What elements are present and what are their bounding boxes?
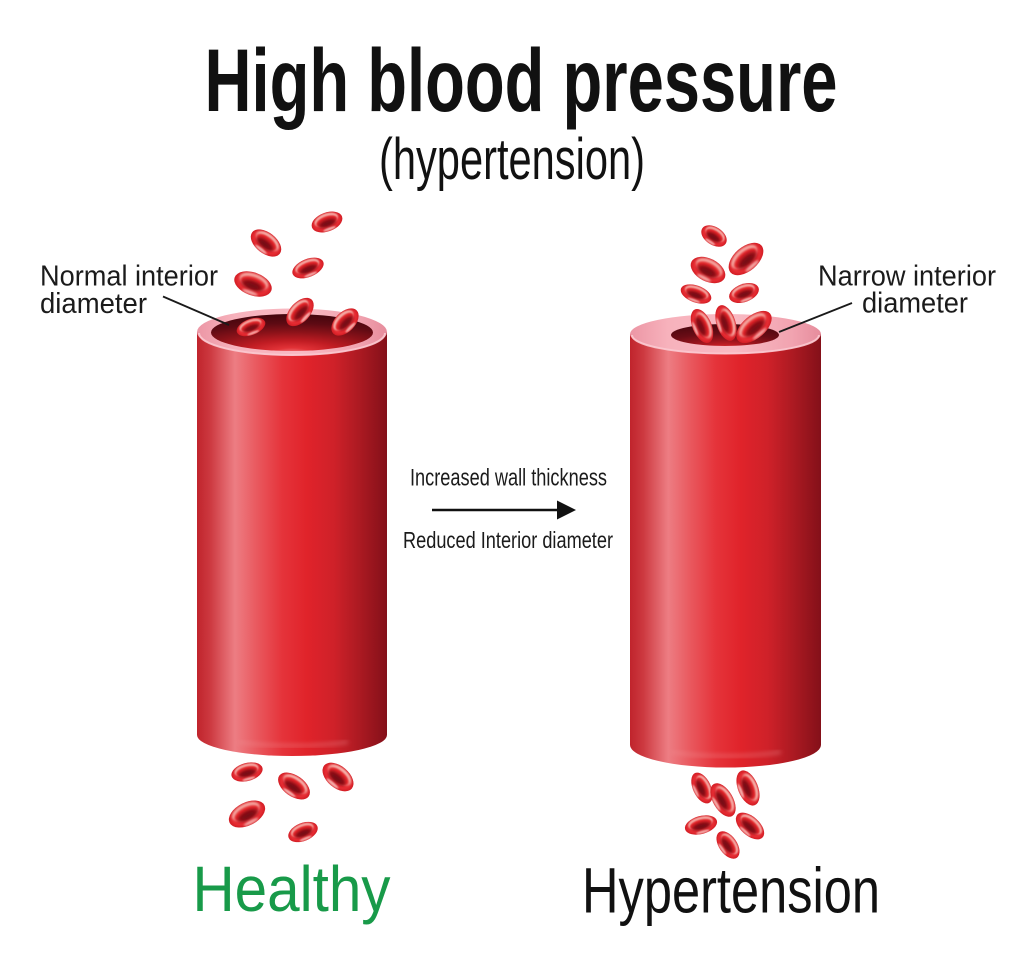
svg-text:diameter: diameter [862,288,968,320]
svg-text:Healthy: Healthy [193,853,391,925]
svg-text:Narrow interior: Narrow interior [818,261,996,293]
svg-text:(hypertension): (hypertension) [379,127,645,192]
svg-text:diameter: diameter [40,288,147,320]
svg-text:Increased wall thickness: Increased wall thickness [410,465,607,492]
svg-text:High blood pressure: High blood pressure [205,30,838,130]
svg-text:Reduced Interior diameter: Reduced Interior diameter [403,527,613,553]
svg-text:Hypertension: Hypertension [582,855,880,927]
svg-text:Normal interior: Normal interior [40,261,218,293]
